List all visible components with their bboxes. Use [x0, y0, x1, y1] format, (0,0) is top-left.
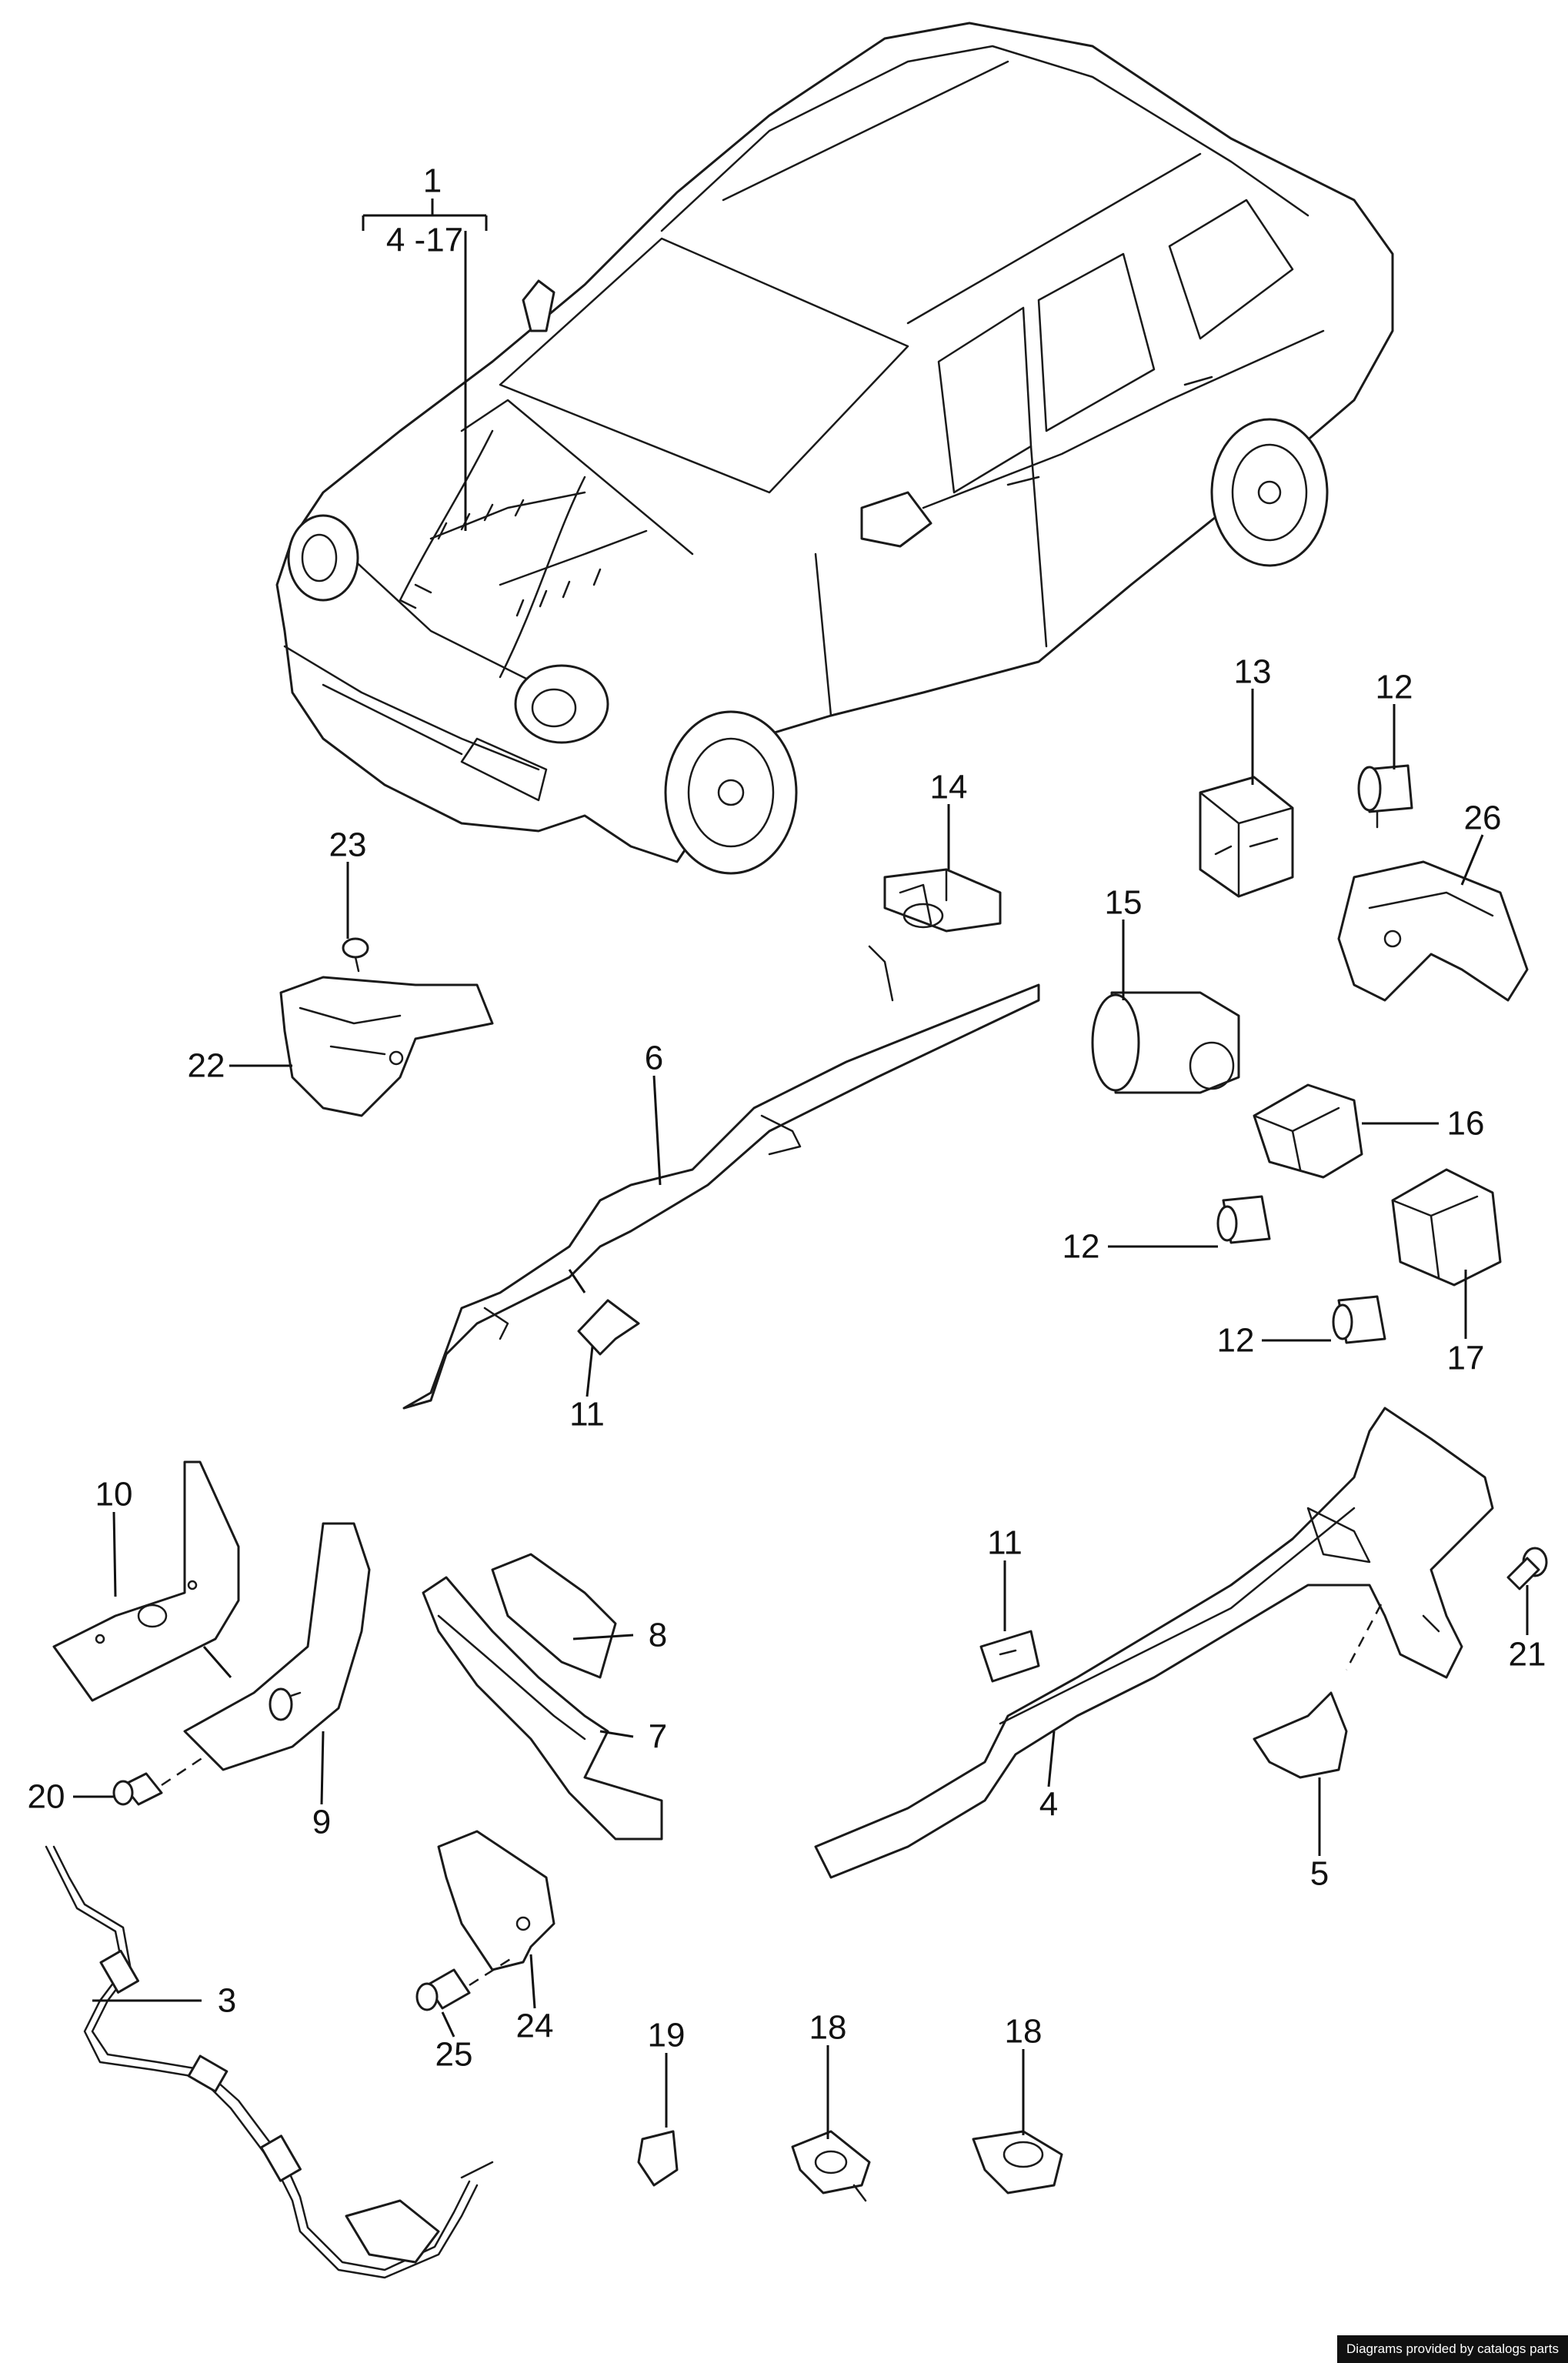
part-11-clip-upper	[577, 1299, 640, 1356]
callout-10-label: 10	[95, 1476, 133, 1514]
callout-18b-label: 18	[1005, 2013, 1043, 2051]
callout-9-label: 9	[312, 1804, 331, 1841]
credit-text: Diagrams provided by catalogs parts	[1346, 2341, 1559, 2356]
callout-22-label: 22	[188, 1047, 225, 1085]
part-15-sensor-holder	[1091, 991, 1240, 1094]
part-19-clip	[637, 2130, 679, 2187]
part-7-duct	[422, 1576, 663, 1841]
part-26-bracket	[1337, 860, 1529, 1002]
callout-15-label: 15	[1105, 884, 1143, 922]
callout-12a-label: 12	[1376, 669, 1413, 706]
part-18-clip-right	[972, 2130, 1063, 2194]
callout-12b-label: 12	[1063, 1228, 1100, 1266]
part-6-cable-duct	[402, 945, 1040, 1410]
callout-6-label: 6	[645, 1040, 663, 1077]
part-11-clip-lower	[979, 1630, 1040, 1683]
callout-13-label: 13	[1234, 653, 1272, 691]
callout-20-label: 20	[28, 1778, 65, 1816]
callout-3-label: 3	[218, 1982, 236, 2020]
part-12-sensor-top	[1357, 764, 1413, 829]
callout-5-label: 5	[1310, 1855, 1329, 1893]
part-12-sensor-mid	[1216, 1195, 1271, 1244]
callout-12c-label: 12	[1217, 1322, 1255, 1360]
callout-7-label: 7	[649, 1718, 667, 1756]
part-4-cable-duct	[814, 1407, 1494, 1879]
callout-11a-label: 11	[569, 1396, 605, 1433]
part-18-clip-left	[791, 2130, 871, 2202]
callout-14-label: 14	[930, 769, 968, 806]
callout-11b-label: 11	[987, 1524, 1023, 1562]
callout-18a-label: 18	[809, 2009, 847, 2047]
credit-bar: Diagrams provided by catalogs parts	[1337, 2335, 1568, 2363]
callout-24-label: 24	[516, 2008, 554, 2045]
part-5-cover	[1253, 1691, 1348, 1779]
callout-4-label: 4	[1039, 1786, 1058, 1824]
callout-25-label: 25	[435, 2036, 473, 2074]
callout-17-label: 17	[1447, 1340, 1485, 1377]
callout-16-label: 16	[1447, 1105, 1485, 1143]
callout-1-label: 1	[423, 162, 442, 200]
part-9-bracket	[183, 1522, 371, 1771]
part-20-screw	[112, 1772, 163, 1806]
part-8-cover	[491, 1553, 617, 1679]
part-13-control-unit	[1199, 776, 1294, 898]
callout-8-label: 8	[649, 1617, 667, 1654]
callout-21-label: 21	[1509, 1636, 1546, 1674]
part-21-screw	[1506, 1547, 1548, 1590]
part-10-cover	[52, 1460, 240, 1702]
engine-wiring-harness	[399, 429, 648, 679]
callout-23-label: 23	[329, 826, 367, 864]
callout-26-label: 26	[1464, 799, 1502, 837]
part-24-bracket	[437, 1830, 555, 1971]
part-3-battery-cable	[45, 1845, 494, 2279]
part-14-clip	[883, 868, 1002, 933]
callout-19-label: 19	[648, 2017, 686, 2054]
part-16-sensor-housing	[1253, 1083, 1363, 1179]
part-17-sensor-housing	[1391, 1168, 1502, 1287]
part-23-screw	[342, 937, 369, 973]
callout-1-range-label: 4 -17	[386, 222, 463, 259]
vehicle-illustration	[275, 22, 1394, 875]
part-12-sensor-low	[1332, 1295, 1386, 1344]
callout-1: 1 4 -17	[362, 162, 488, 531]
part-25-screw	[415, 1968, 471, 2011]
part-22-bracket	[279, 976, 494, 1117]
